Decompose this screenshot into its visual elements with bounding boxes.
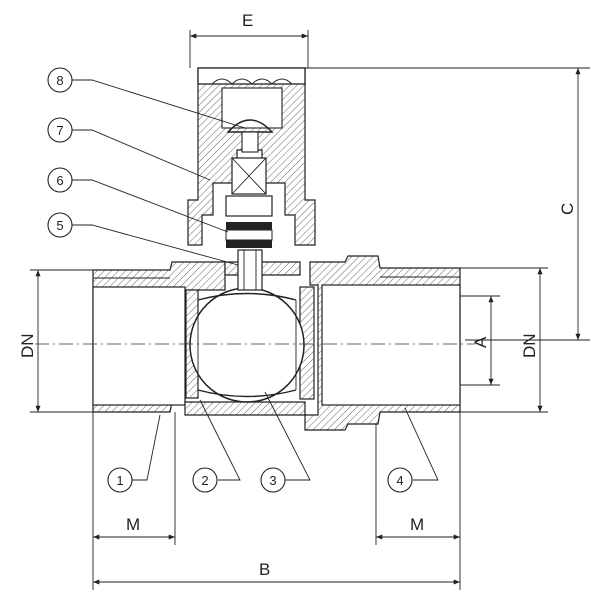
callout-4-label: 4 [396,473,403,488]
callout-leaders [72,79,439,481]
dim-label-a: A [471,336,490,348]
dim-label-dn-left: DN [18,333,37,358]
callout-5: 5 [47,212,73,238]
callout-8: 8 [47,67,73,93]
callout-1-label: 1 [116,473,123,488]
callout-7: 7 [47,117,73,143]
callout-3-label: 3 [269,473,276,488]
dimension-labels: E C A DN DN M M B [18,11,577,579]
callout-1: 1 [107,467,133,493]
callout-2: 2 [192,467,218,493]
callout-4: 4 [387,467,413,493]
dim-label-m-left: M [126,515,140,534]
callout-2-label: 2 [201,473,208,488]
dim-label-b: B [259,560,270,579]
dimension-lines [30,30,590,590]
callout-8-label: 8 [56,73,63,88]
callout-6: 6 [47,167,73,193]
callout-7-label: 7 [56,123,63,138]
dim-label-m-right: M [410,515,424,534]
callout-3: 3 [260,467,286,493]
dim-label-c: C [558,203,577,215]
dim-label-e: E [242,11,253,30]
valve-body [35,255,475,431]
callout-6-label: 6 [56,173,63,188]
dim-label-dn-right: DN [520,333,539,358]
callout-5-label: 5 [56,218,63,233]
stem-assembly [187,67,316,291]
ball [189,287,305,403]
